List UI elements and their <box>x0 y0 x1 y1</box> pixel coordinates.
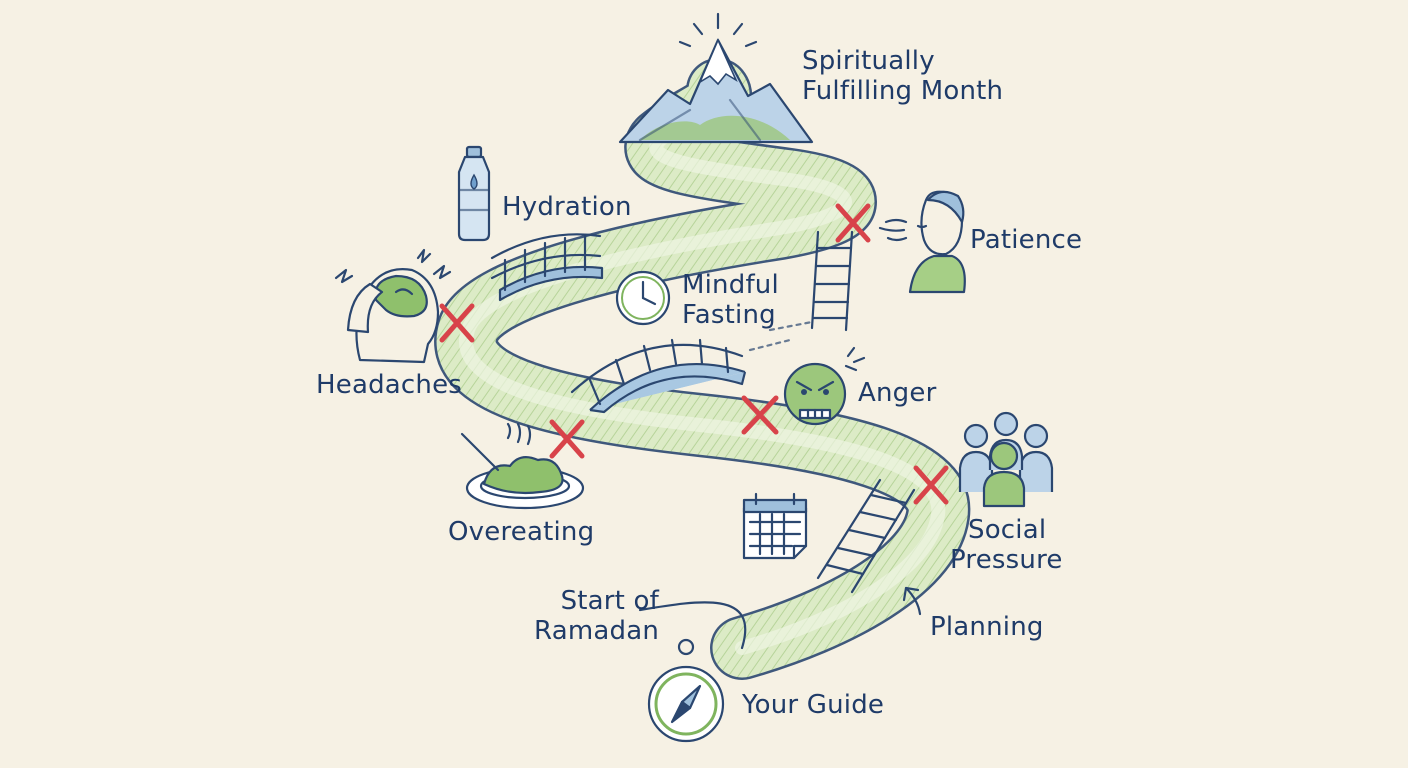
start-label-line2: Ramadan <box>534 616 660 646</box>
goal-label-line2: Fulfilling Month <box>802 76 1004 106</box>
arrow-icon <box>902 586 922 616</box>
headaches-label: Headaches <box>316 370 463 400</box>
headache-head-icon <box>334 248 452 364</box>
calendar-icon <box>742 492 808 560</box>
mindful-fasting-line1: Mindful <box>682 270 779 300</box>
your-guide-label: Your Guide <box>742 690 885 720</box>
cross-mark-icon <box>549 419 585 459</box>
ladder-icon <box>816 478 916 594</box>
mountain-icon <box>618 12 814 144</box>
start-label-line1: Start of <box>560 586 660 616</box>
social-pressure-label: Social Pressure <box>950 515 1063 575</box>
overeating-label: Overeating <box>448 517 595 547</box>
clock-icon <box>615 270 671 326</box>
anger-label: Anger <box>858 378 937 408</box>
social-pressure-line2: Pressure <box>950 545 1063 575</box>
cross-mark-icon <box>913 465 949 505</box>
ladder-icon <box>748 230 854 352</box>
cross-mark-icon <box>439 303 475 343</box>
compass-icon <box>647 638 725 743</box>
mindful-fasting-label: Mindful Fasting <box>682 270 779 330</box>
winding-road <box>434 58 971 680</box>
social-pressure-line1: Social <box>968 515 1047 545</box>
cross-mark-icon <box>835 203 871 243</box>
angry-face-icon <box>783 346 866 426</box>
person-breathing-icon <box>878 190 966 294</box>
hydration-label: Hydration <box>502 192 632 222</box>
start-label: Start of Ramadan <box>534 586 659 646</box>
goal-label: Spiritually Fulfilling Month <box>802 46 1003 106</box>
water-bottle-icon <box>457 145 491 242</box>
goal-label-line1: Spiritually <box>802 46 935 76</box>
planning-label: Planning <box>930 612 1044 642</box>
mindful-fasting-line2: Fasting <box>682 300 776 330</box>
cross-mark-icon <box>741 395 779 435</box>
crowd-icon <box>958 411 1054 508</box>
plate-food-icon <box>460 422 585 510</box>
patience-label: Patience <box>970 225 1083 255</box>
bridge-icon <box>490 233 604 302</box>
bridge-icon <box>570 338 747 414</box>
